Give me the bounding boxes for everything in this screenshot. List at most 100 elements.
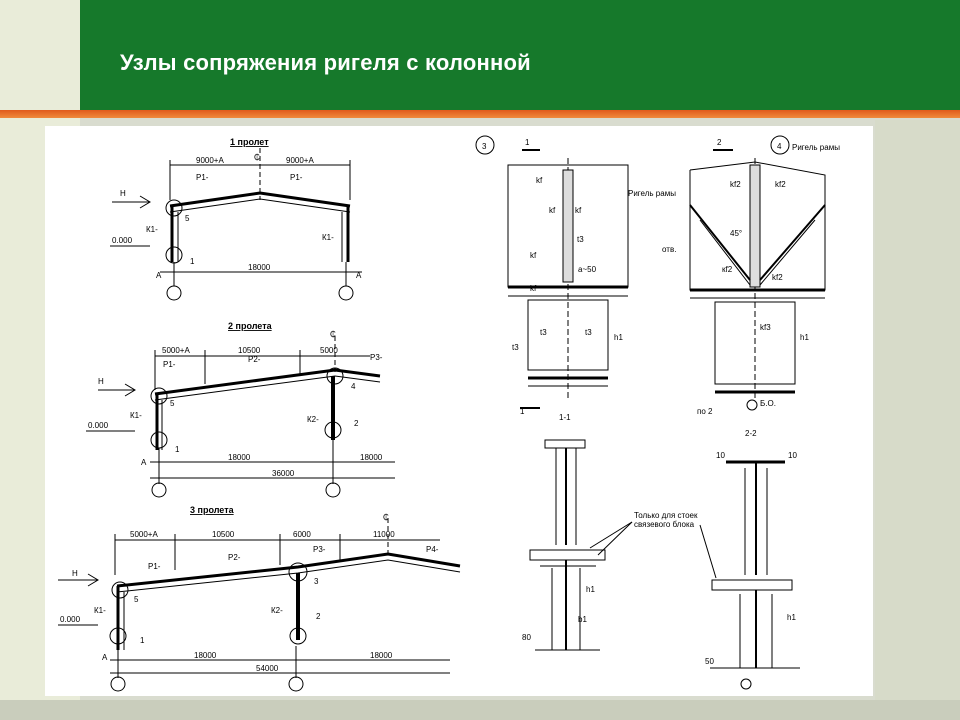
frame-3-span-3: 6000 [293,530,311,539]
frame-3-col-2: К2- [271,606,283,615]
frame-3-node-2: 2 [316,612,321,621]
node-3-bottom: 1 [520,407,525,416]
frame-2-level-zero: 0.000 [88,421,109,430]
node-4-mark-hole: отв. [662,245,676,254]
frame-3-beam-1: Р1- [148,562,161,571]
node-3-mark-kf-4: kf [530,251,537,260]
node-3-mark-kf-2: kf [549,206,556,215]
cut-2-2-dim-right: 10 [788,451,797,460]
frame-1-axis-right: А [356,271,362,280]
node-4-beam-label: Ригель рамы [792,143,840,152]
cut-mark-80: 80 [522,633,531,642]
frame-3-axis: А [102,653,108,662]
drawing-panel: 1 пролет 9000+А 9000+А ₵ Р1- Р1- Н 0.000… [45,126,873,696]
frame-2-span-3: 5000 [320,346,338,355]
node-3-mark-t3-2: t3 [540,328,547,337]
frame-2-span-1: 5000+А [162,346,190,355]
frame-2: 2 пролета 5000+А 10500 5000 ₵ Р1- Р2- Р3… [86,321,395,498]
frame-1-level-h: Н [120,189,126,198]
node-4-mark-h1: h1 [800,333,809,342]
frame-3-level-h: Н [72,569,78,578]
cut-mark-b1: b1 [578,615,587,624]
node-3-beam-label: Ригель рамы [628,189,676,198]
frame-2-axis: А [141,458,147,467]
cut-mark-h1-a: h1 [586,585,595,594]
frame-2-beam-1: Р1- [163,360,176,369]
drawing-svg: 1 пролет 9000+А 9000+А ₵ Р1- Р1- Н 0.000… [58,135,840,692]
detail-node-3: 3 1 Ригель рамы kf kf kf kf kf а~50 t3 t… [475,135,676,422]
cut-2-2-dim-left: 10 [716,451,725,460]
frame-3-bay-1: 18000 [194,651,217,660]
node-4-id: 4 [777,142,782,151]
node-3-mark-t3-4: t3 [585,328,592,337]
node-3-mark-t3-3: t3 [512,343,519,352]
node-4-mark-angle: 45° [730,229,742,238]
frame-1-level-zero: 0.000 [112,236,133,245]
frame-3-ridge: ₵ [383,513,389,522]
frame-3-beam-4: Р4- [426,545,439,554]
frame-3-span-1: 5000+А [130,530,158,539]
frame-2-beam-3: Р3- [370,353,383,362]
node-4-section: 2 [717,138,722,147]
frame-3-span-2: 10500 [212,530,235,539]
cut-mark-50: 50 [705,657,714,666]
frame-1-span-left: 9000+А [196,156,224,165]
cut-2-2-label: 2-2 [745,429,757,438]
node-3-mark-a: а~50 [578,265,597,274]
frame-3-node-5: 5 [134,595,139,604]
frame-2-col-2: К2- [307,415,319,424]
node-4-mark-kf3: kf3 [760,323,771,332]
frame-2-total: 36000 [272,469,295,478]
frame-3-bay-2: 18000 [370,651,393,660]
bottom-decor-strip [0,700,960,720]
frame-2-bay-2: 18000 [360,453,383,462]
frame-2-node-4: 4 [351,382,356,391]
node-3-mark-kf-1: kf [536,176,543,185]
cut-1-1-drawing [529,439,606,651]
cut-2-2-drawing: 2-2 10 10 Только для стоек связевого бло… [522,429,800,690]
node-3-mark-kf-3: kf [575,206,582,215]
frame-3: 3 пролета 5000+А 10500 6000 11000 ₵ Р1- … [58,505,461,692]
slide-title: Узлы сопряжения ригеля с колонной [120,50,531,75]
frame-3-total: 54000 [256,664,279,673]
frame-2-beam-2: Р2- [248,355,261,364]
cut-2-2-note-1: Только для стоек [634,511,698,520]
cut-mark-h1-b: h1 [787,613,796,622]
frame-1-span: 1 пролет 9000+А 9000+А ₵ Р1- Р1- Н 0.000… [110,137,362,301]
frame-2-col-1: К1- [130,411,142,420]
slide-header [80,0,960,110]
frame-1-col-left: К1- [146,225,158,234]
frame-2-node-5: 5 [170,399,175,408]
cut-2-2-note-2: связевого блока [634,520,695,529]
frame-1-col-right: К1- [322,233,334,242]
node-3-id: 3 [482,142,487,151]
node-3-mark-t3-1: t3 [577,235,584,244]
node-3-section: 1 [525,138,530,147]
node-4-bottom: по 2 [697,407,713,416]
node-4-mark-1: kf2 [730,180,741,189]
node-4-bolt: Б.О. [760,399,776,408]
node-4-mark-4: kf2 [772,273,783,282]
header-accent-line [0,110,960,118]
cut-1-1-label: 1-1 [559,413,571,422]
frame-1-heading: 1 пролет [230,137,269,147]
frame-3-span-4: 11000 [373,530,395,539]
frame-3-node-1: 1 [140,636,145,645]
frame-3-heading: 3 пролета [190,505,235,515]
frame-1-axis-left: А [156,271,162,280]
frame-2-node-1: 1 [175,445,180,454]
frame-3-beam-3: Р3- [313,545,326,554]
node-3-mark-kf-5: kf [530,284,537,293]
frame-1-total: 18000 [248,263,271,272]
frame-2-bay-1: 18000 [228,453,251,462]
frame-3-beam-2: Р2- [228,553,241,562]
frame-1-node-5: 5 [185,214,190,223]
frame-1-beam-left: Р1- [196,173,209,182]
frame-1-beam-right: Р1- [290,173,303,182]
node-3-mark-h1: h1 [614,333,623,342]
frame-2-node-2: 2 [354,419,359,428]
frame-2-ridge: ₵ [330,330,336,339]
frame-2-span-2: 10500 [238,346,261,355]
frame-2-heading: 2 пролета [228,321,273,331]
frame-2-level-h: Н [98,377,104,386]
